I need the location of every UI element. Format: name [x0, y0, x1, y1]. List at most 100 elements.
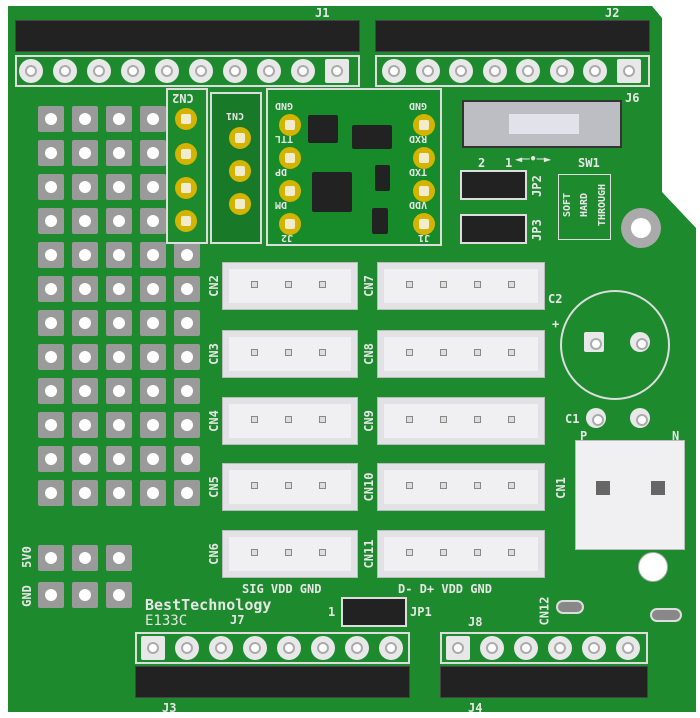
- label-cn1-module: CN1: [226, 110, 245, 121]
- connector-pin: [508, 349, 515, 357]
- header-pin: [549, 59, 574, 83]
- switch-slider[interactable]: [509, 114, 579, 134]
- label-connector: CN7: [362, 275, 376, 297]
- cn12-slot: [650, 608, 682, 622]
- connector-cn2[interactable]: [222, 262, 358, 310]
- module-pin-label: GND: [275, 100, 294, 111]
- proto-pad: [140, 446, 166, 472]
- c2-pin: [584, 332, 604, 352]
- connector-pin: [406, 281, 413, 289]
- cn2-pin: [175, 210, 197, 232]
- connector-pin: [406, 482, 413, 490]
- jumper-jp3[interactable]: [460, 214, 527, 244]
- connector-pin: [406, 549, 413, 557]
- connector-pin: [440, 349, 447, 357]
- proto-pad: [174, 378, 200, 404]
- header-pin: [548, 636, 572, 660]
- module-pin: [413, 114, 435, 136]
- mode-through: THROUGH: [597, 183, 608, 227]
- proto-pad: [38, 480, 64, 506]
- proto-pad: [106, 480, 132, 506]
- proto-pad: [72, 140, 98, 166]
- header-pin: [277, 636, 301, 660]
- label-cn2-module: CN2: [172, 91, 194, 105]
- connector-cn11[interactable]: [377, 530, 545, 578]
- cn1-pin: [229, 127, 251, 149]
- jumper-jp2[interactable]: [460, 170, 527, 200]
- proto-pad: [72, 174, 98, 200]
- proto-pad: [72, 208, 98, 234]
- header-pin: [53, 59, 77, 83]
- connector-cn9[interactable]: [377, 397, 545, 445]
- cn2-pin: [175, 108, 197, 130]
- proto-pad: [174, 446, 200, 472]
- label-connector: CN4: [207, 410, 221, 432]
- header-pin: [382, 59, 406, 83]
- connector-pin: [251, 416, 258, 424]
- header-pin: [19, 59, 43, 83]
- module-pin-label: GND: [409, 100, 428, 111]
- connector-pin: [319, 281, 326, 289]
- module-pin: [279, 213, 301, 235]
- proto-pad: [174, 412, 200, 438]
- module-pin: [279, 180, 301, 202]
- proto-pad: [140, 140, 166, 166]
- connector-pin: [508, 482, 515, 490]
- proto-pad: [72, 378, 98, 404]
- connector-pin: [319, 549, 326, 557]
- connector-cn7[interactable]: [377, 262, 545, 310]
- header-pin: [141, 636, 165, 660]
- connector-pin: [285, 416, 292, 424]
- connector-cn5[interactable]: [222, 463, 358, 511]
- mode-table: [558, 174, 611, 240]
- header-pin: [480, 636, 504, 660]
- label-connector: CN2: [207, 275, 221, 297]
- header-j2-socket: [375, 20, 650, 52]
- connector-pin: [440, 482, 447, 490]
- label-c2: C2: [548, 292, 563, 306]
- header-pin: [175, 636, 199, 660]
- c2-plus: +: [552, 317, 560, 331]
- module-pin-label: DP: [275, 166, 288, 177]
- slide-switch-sw1[interactable]: [462, 100, 622, 148]
- proto-pad: [38, 106, 64, 132]
- cn12-slot: [556, 600, 584, 614]
- power-connector-cn1[interactable]: [575, 440, 685, 550]
- label-connector: CN10: [362, 472, 376, 502]
- connector-cn4[interactable]: [222, 397, 358, 445]
- connector-pin: [440, 549, 447, 557]
- jumper-jp1[interactable]: [341, 597, 407, 627]
- connector-pin: [406, 416, 413, 424]
- label-connector: CN11: [362, 539, 376, 569]
- brand-name: BestTechnology: [145, 596, 272, 614]
- module-pin-label: VDD: [409, 199, 428, 210]
- connector-cn6[interactable]: [222, 530, 358, 578]
- label-connector: CN6: [207, 543, 221, 565]
- proto-pad: [106, 412, 132, 438]
- header-pin: [616, 59, 641, 83]
- proto-pad: [72, 344, 98, 370]
- label-5v0: 5V0: [19, 546, 34, 568]
- proto-pad: [72, 106, 98, 132]
- connector-pin: [474, 549, 481, 557]
- connector-cn8[interactable]: [377, 330, 545, 378]
- proto-pad: [38, 242, 64, 268]
- rail-pad: [106, 582, 132, 608]
- c1-pin: [630, 408, 650, 428]
- connector-cn10[interactable]: [377, 463, 545, 511]
- connector-pin: [474, 281, 481, 289]
- proto-pad: [106, 344, 132, 370]
- header-j3-outline: [135, 632, 410, 664]
- connector-cn3[interactable]: [222, 330, 358, 378]
- chip-u2: [312, 172, 352, 212]
- connector-pin: [285, 549, 292, 557]
- connector-pin: [285, 482, 292, 490]
- module-pin: [279, 147, 301, 169]
- label-module-j1: J1: [418, 232, 431, 243]
- header-pin: [87, 59, 111, 83]
- proto-pad: [38, 140, 64, 166]
- cn2-outline: [166, 88, 208, 244]
- proto-pad: [38, 412, 64, 438]
- chip-u1: [372, 208, 388, 234]
- mode-hard: HARD: [579, 192, 590, 218]
